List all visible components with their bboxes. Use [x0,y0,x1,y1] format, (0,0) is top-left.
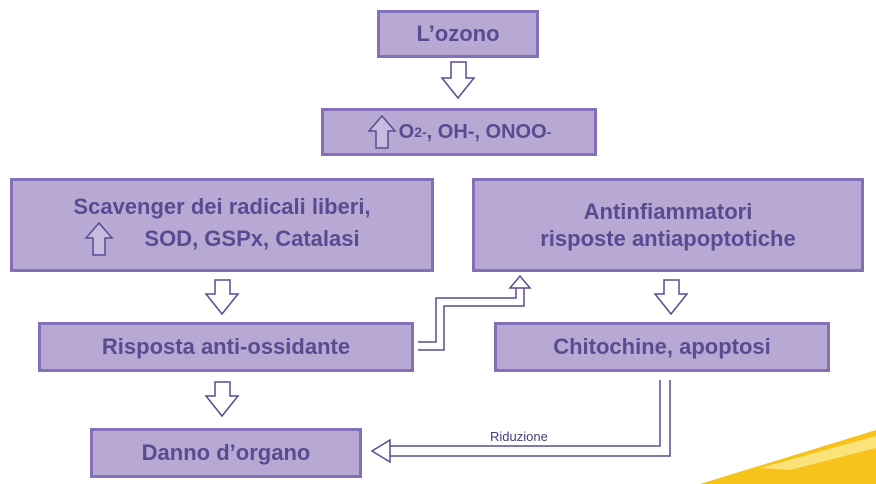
increase-arrow-icon [84,221,115,256]
node-antioxidant: Risposta anti-ossidante [38,322,414,372]
down-arrow-icon [653,279,689,316]
stepped-connector [418,288,525,351]
decorative-swoosh-highlight [760,436,876,470]
anti-inflammatory-line1: Antinfiammatori [583,198,753,224]
scavenger-line2-row: SOD, GSPx, Catalasi [84,221,360,257]
antioxidant-label: Risposta anti-ossidante [101,334,351,359]
node-cytokines: Chitochine, apoptosi [494,322,830,372]
cytokines-label: Chitochine, apoptosi [553,334,771,359]
up-arrow-icon [508,274,532,289]
stepped-connector [418,288,517,343]
increase-arrow-icon [367,114,397,149]
scavenger-line2: SOD, GSPx, Catalasi [144,226,360,251]
ros-tail-sub: - [546,124,552,140]
down-arrow-icon [204,381,240,418]
reduction-connector [390,380,671,457]
anti-inflammatory-line2: risposte antiapoptotiche [540,226,796,251]
ros-o2: O [398,120,415,143]
down-arrow-icon [440,61,476,100]
down-arrow-icon [204,279,240,316]
node-organ-damage: Danno d’organo [90,428,362,478]
node-scavenger: Scavenger dei radicali liberi, SOD, GSPx… [10,178,434,272]
reduction-connector [390,380,661,447]
node-ozone: L’ozono [377,10,539,58]
ros-rest: , OH-, ONOO [426,120,547,143]
decorative-swoosh [700,430,876,484]
edge-label-reduction: Riduzione [490,429,548,444]
node-ozone-label: L’ozono [416,21,500,46]
organ-damage-label: Danno d’organo [141,440,311,465]
ros-o2-sub: 2- [414,124,427,140]
left-arrow-icon [370,438,391,464]
node-anti-inflammatory: Antinfiammatori risposte antiapoptotiche [472,178,864,272]
scavenger-line1: Scavenger dei radicali liberi, [73,194,371,220]
